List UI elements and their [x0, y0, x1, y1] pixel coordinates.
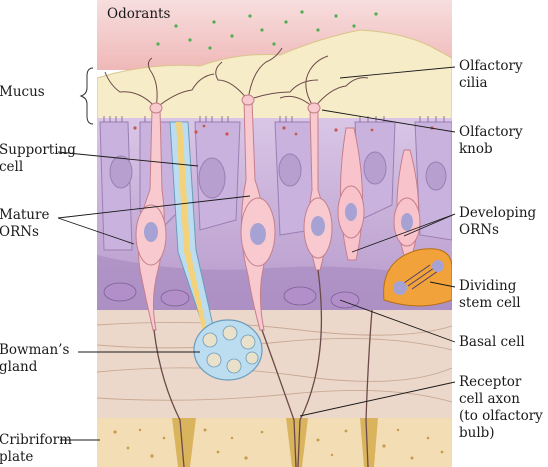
label-cribriform-plate: Cribriform plate: [0, 432, 72, 465]
bone-gaps: [172, 418, 378, 467]
olfactory-knobs: [149, 94, 321, 114]
label-odorants: Odorants: [107, 6, 171, 22]
mucus-layer: [97, 29, 452, 123]
dividing-stem-cell: [383, 248, 452, 307]
granules: [133, 124, 434, 136]
mature-orn-nuclei: [144, 216, 325, 245]
label-supporting-cell: Supporting cell: [0, 142, 76, 175]
label-dividing-stem-cell: Dividing stem cell: [459, 278, 521, 311]
odorant-molecules: [156, 10, 378, 50]
label-olfactory-cilia: Olfactory cilia: [459, 58, 523, 91]
label-basal-cell: Basal cell: [459, 334, 525, 350]
label-bowmans-gland: Bowman’s gland: [0, 342, 70, 375]
label-olfactory-knob: Olfactory knob: [459, 124, 523, 157]
developing-orn-nuclei: [345, 203, 413, 231]
label-developing-orns: Developing ORNs: [459, 205, 537, 238]
microvilli: [103, 116, 445, 122]
label-mature-orns: Mature ORNs: [0, 207, 50, 240]
bone-texture: [113, 428, 444, 460]
label-mucus: Mucus: [0, 84, 45, 100]
cribriform-plate: [97, 418, 452, 467]
bowmans-gland: [169, 121, 263, 381]
mucus-brace: [79, 67, 94, 125]
lamina-fibers: [97, 321, 452, 403]
leader-lines: [57, 66, 456, 441]
label-receptor-axon: Receptor cell axon (to olfactory bulb): [459, 374, 543, 441]
mature-orns: [135, 99, 333, 331]
receptor-axons: [153, 269, 373, 467]
